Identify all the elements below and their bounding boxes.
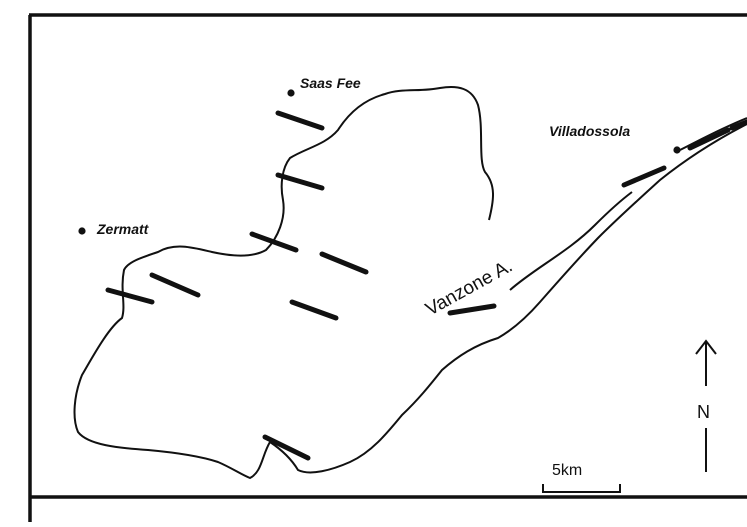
town-marker-saas-fee [287, 89, 295, 97]
town-label-villadossola: Villadossola [549, 123, 630, 139]
trace-segment [105, 287, 155, 305]
town-marker-villadossola [673, 146, 681, 154]
trace-segment [289, 299, 339, 321]
trace-segment [275, 172, 325, 191]
town-label-zermatt: Zermatt [96, 221, 150, 237]
north-arrow: N [695, 339, 717, 472]
trace-segment [262, 434, 311, 461]
valley-line-northeast [679, 117, 747, 151]
trace-segment [249, 231, 299, 253]
map-border [28, 13, 747, 522]
trace-segment [149, 272, 201, 298]
trace-segment [687, 127, 731, 151]
town-marker-zermatt [78, 227, 86, 235]
north-arrow-head [695, 339, 717, 355]
trace-segment [729, 119, 747, 131]
structural-trace [105, 110, 747, 461]
valley-line-north [509, 191, 633, 291]
scale-label: 5km [552, 462, 582, 479]
trace-segment [621, 165, 667, 188]
trace-segment [275, 110, 325, 131]
scale-bar: 5km [542, 462, 621, 493]
north-label: N [697, 402, 710, 422]
scale-bar-line [542, 484, 621, 493]
trace-segment [319, 251, 369, 275]
trace-segment [447, 303, 497, 316]
massif-outline [73, 86, 747, 480]
town-label-saas-fee: Saas Fee [300, 75, 361, 91]
